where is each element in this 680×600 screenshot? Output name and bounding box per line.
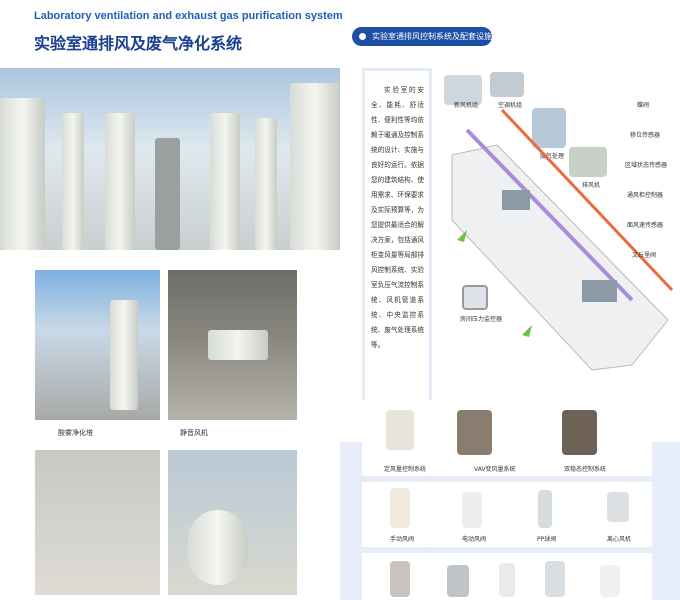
system-1: VAV变风量系统 bbox=[474, 466, 516, 473]
component-3: 离心风机 bbox=[607, 536, 632, 543]
component-1: 电动风阀 bbox=[462, 536, 487, 543]
photo-acid-tower bbox=[35, 270, 160, 420]
description-panel: 实验室的安全、能耗、舒适性、便利性等均依赖于暖通及控制系统的设计、实施与良好的运… bbox=[362, 68, 432, 598]
label-monitor: 房间压力监控器 bbox=[460, 316, 503, 323]
section-title-pill: 实验室通排风控制系统及配套设施 bbox=[352, 27, 492, 46]
label-ac: 空调机组 bbox=[498, 102, 523, 109]
photo-fan-unit bbox=[168, 450, 297, 595]
device-4: 面风速传感器 bbox=[627, 222, 664, 229]
label-exhaust-fan: 排风机 bbox=[582, 182, 601, 189]
system-2: 双稳态控制系统 bbox=[564, 466, 607, 473]
device-1: 移位传感器 bbox=[630, 132, 661, 139]
components-card: 手动风阀 电动风阀 PP球阀 离心风机 bbox=[362, 482, 652, 547]
label-exhaust-treatment: 废气处理 bbox=[540, 153, 565, 160]
title-chinese: 实验室通排风及废气净化系统 bbox=[34, 34, 243, 53]
photo-filter-box bbox=[35, 450, 160, 595]
caption-acid-tower: 酸雾净化塔 bbox=[58, 429, 93, 437]
description-text: 实验室的安全、能耗、舒适性、便利性等均依赖于暖通及控制系统的设计、实施与良好的运… bbox=[371, 86, 424, 349]
system-0: 定风量控制系统 bbox=[384, 466, 427, 473]
systems-card: 定风量控制系统 VAV变风量系统 双稳态控制系统 bbox=[362, 400, 652, 476]
title-english: Laboratory ventilation and exhaust gas p… bbox=[34, 10, 343, 22]
label-fresh-air: 新风机组 bbox=[454, 102, 479, 109]
component-0: 手动风阀 bbox=[390, 536, 415, 543]
device-2: 区域状态传感器 bbox=[625, 162, 668, 169]
lab-floor-plan bbox=[451, 108, 674, 371]
photo-silent-fan bbox=[168, 270, 297, 420]
main-photo-towers bbox=[0, 68, 340, 250]
device-5: 文丘里阀 bbox=[632, 252, 657, 259]
caption-silent-fan: 静音风机 bbox=[180, 429, 208, 437]
accessories-card bbox=[362, 553, 652, 600]
device-0: 蝶阀 bbox=[637, 102, 650, 109]
component-2: PP球阀 bbox=[537, 536, 557, 543]
device-3: 通风柜控制器 bbox=[627, 192, 664, 199]
section-title: 实验室通排风控制系统及配套设施 bbox=[372, 32, 492, 41]
lab-diagram: 新风机组 空调机组 废气处理 排风机 房间压力监控器 蝶阀 移位传感器 区域状态… bbox=[432, 60, 680, 390]
